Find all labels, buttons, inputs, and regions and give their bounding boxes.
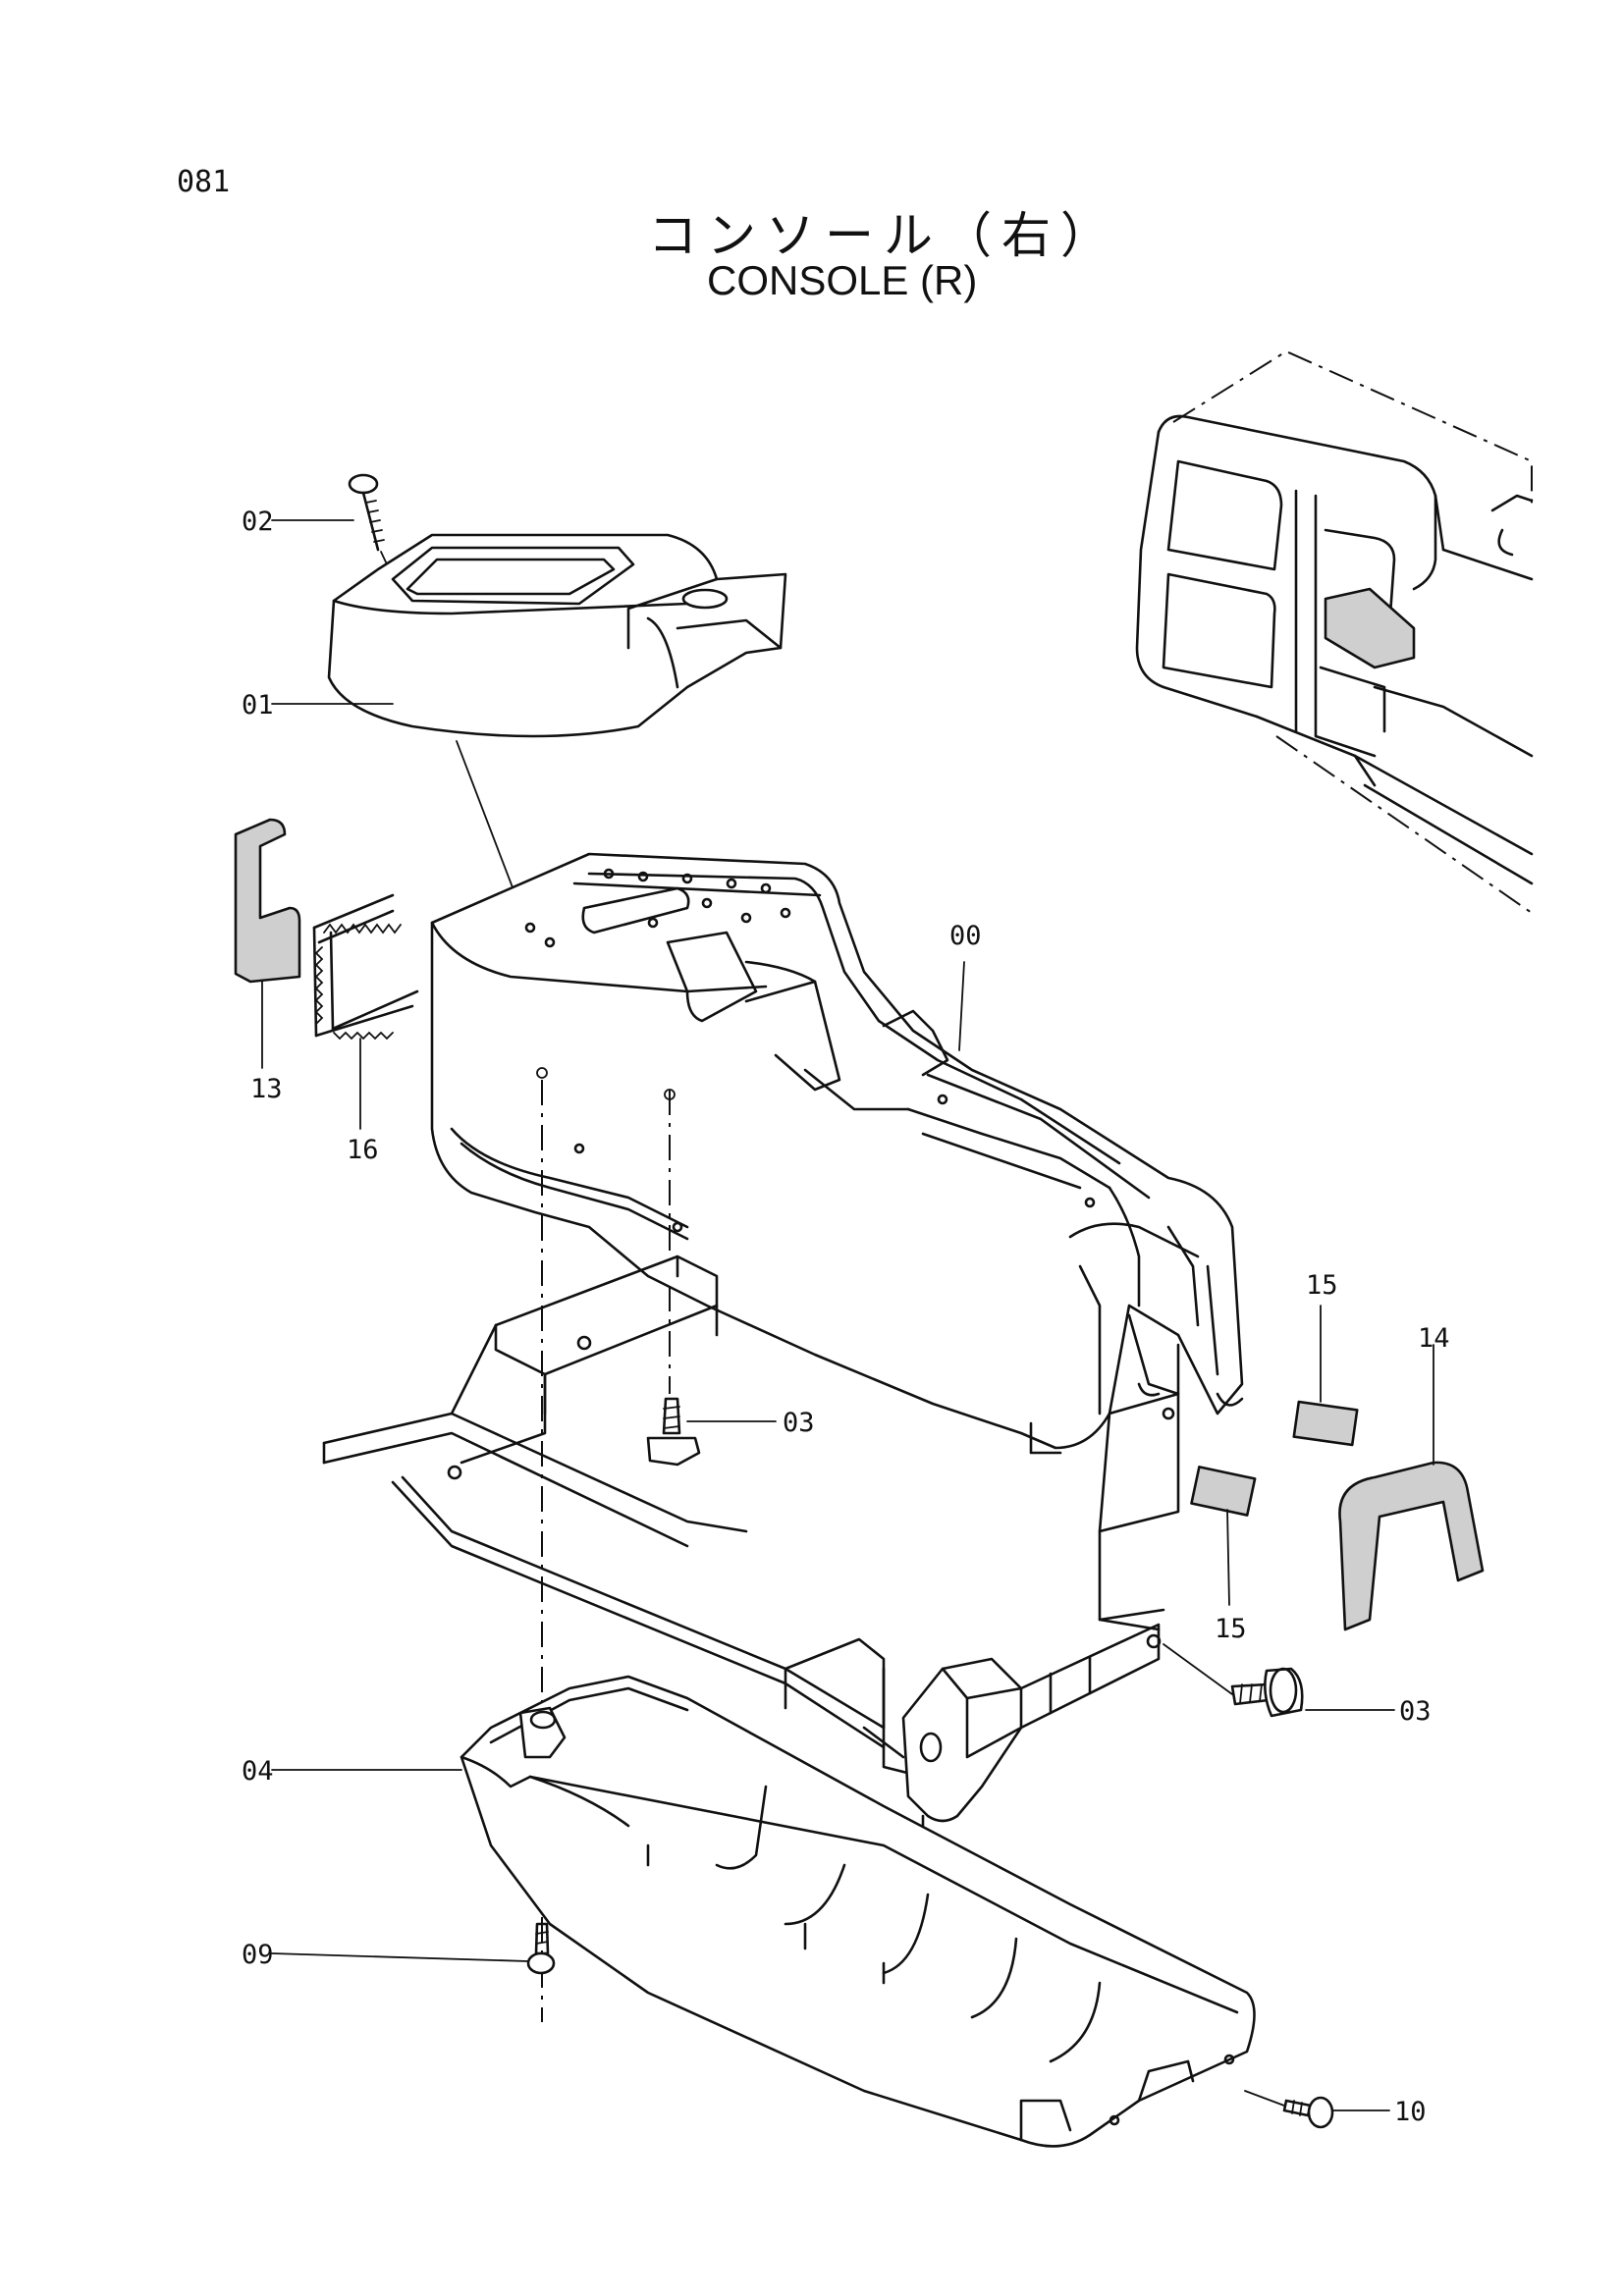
part-09-screw — [526, 1922, 556, 1975]
cab-reference-illustration — [1135, 349, 1534, 914]
label-part-10: 10 — [1394, 2097, 1427, 2127]
part-14-u-pad — [1338, 1461, 1485, 1631]
support-bracket — [901, 1623, 1162, 1828]
label-part-04: 04 — [242, 1756, 274, 1787]
label-part-15-lower: 15 — [1215, 1614, 1247, 1644]
label-part-00: 00 — [949, 921, 982, 951]
diagram-title-japanese: コンソール（右） — [648, 207, 1119, 264]
part-15-pad-lower — [1190, 1466, 1257, 1517]
leader-10-to-cover — [1244, 2090, 1285, 2107]
part-02-screw — [348, 473, 396, 582]
leader-03-lower-to-bracket — [1163, 1643, 1233, 1695]
leader-09 — [271, 1952, 529, 1962]
label-part-03-lower: 03 — [1399, 1696, 1432, 1727]
part-16-seal-strip — [312, 893, 419, 1041]
part-10-screw — [1282, 2096, 1334, 2129]
label-part-09: 09 — [242, 1940, 274, 1970]
hole-mark-right — [664, 1089, 676, 1100]
label-part-15-upper: 15 — [1306, 1270, 1338, 1301]
hole-mark-left — [536, 1067, 548, 1079]
label-part-03-upper: 03 — [783, 1408, 815, 1438]
mounting-plate — [1098, 1392, 1180, 1631]
label-part-14: 14 — [1418, 1323, 1450, 1354]
page-number: 081 — [177, 165, 231, 199]
frame-members — [322, 1255, 925, 1779]
label-part-02: 02 — [242, 507, 274, 537]
leader-15-lower — [1226, 1509, 1230, 1606]
part-04-under-cover — [460, 1675, 1256, 2148]
leader-01-to-base — [456, 740, 521, 909]
part-15-pad-upper — [1292, 1400, 1359, 1447]
label-part-13: 13 — [250, 1074, 283, 1104]
diagram-title-english: CONSOLE (R) — [707, 257, 978, 303]
label-part-01: 01 — [242, 690, 274, 721]
label-part-16: 16 — [347, 1135, 379, 1165]
part-13-foam-pad — [234, 818, 301, 984]
leader-00 — [958, 961, 965, 1051]
part-00-console-body — [430, 852, 1244, 1455]
part-03-upper-bolt — [646, 1397, 701, 1467]
part-01-upper-cover — [327, 533, 787, 738]
part-03-lower-bolt — [1230, 1667, 1304, 1718]
